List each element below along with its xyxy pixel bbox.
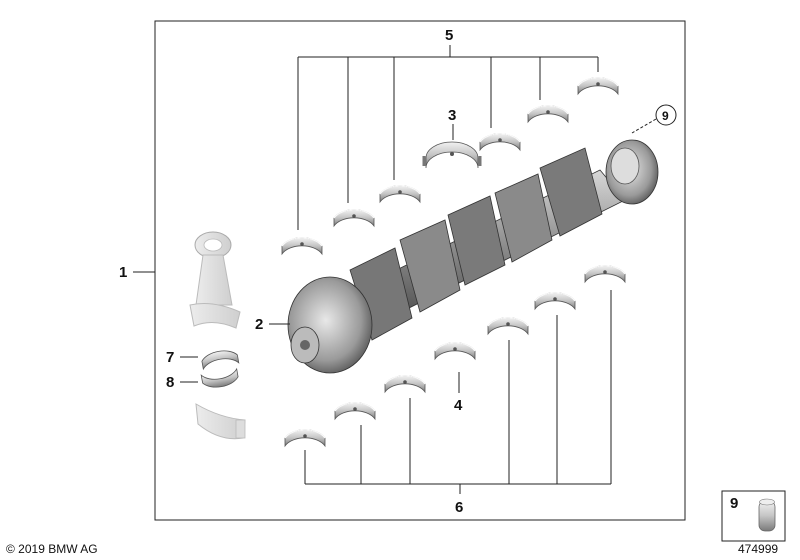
thrust-bearing-shell [422, 141, 482, 169]
connecting-rod-cap [195, 403, 246, 440]
inset-label: 9 [730, 495, 738, 512]
part-number: 474999 [738, 542, 778, 556]
crankshaft [287, 139, 659, 374]
rod-bearing-lower [200, 367, 239, 388]
connecting-rod [189, 231, 241, 329]
callout-5: 5 [445, 27, 453, 44]
callout-1: 1 [119, 264, 127, 281]
callout-2: 2 [255, 316, 263, 333]
callout-9-leader [631, 118, 657, 134]
callout-6: 6 [455, 499, 463, 516]
callout-5-bracket [297, 45, 599, 230]
copyright: © 2019 BMW AG [6, 542, 98, 556]
rod-bearing-upper [201, 350, 240, 371]
lower-thrust-shell [434, 342, 476, 360]
callout-9-circle [655, 104, 677, 126]
dowel-pin [758, 498, 776, 532]
assembly-frame [154, 20, 686, 521]
callout-6-bracket [304, 290, 612, 494]
callout-9: 9 [662, 109, 669, 123]
callout-7: 7 [166, 349, 174, 366]
callout-4: 4 [454, 397, 463, 414]
callout-8: 8 [166, 374, 174, 391]
callout-3: 3 [448, 107, 456, 124]
